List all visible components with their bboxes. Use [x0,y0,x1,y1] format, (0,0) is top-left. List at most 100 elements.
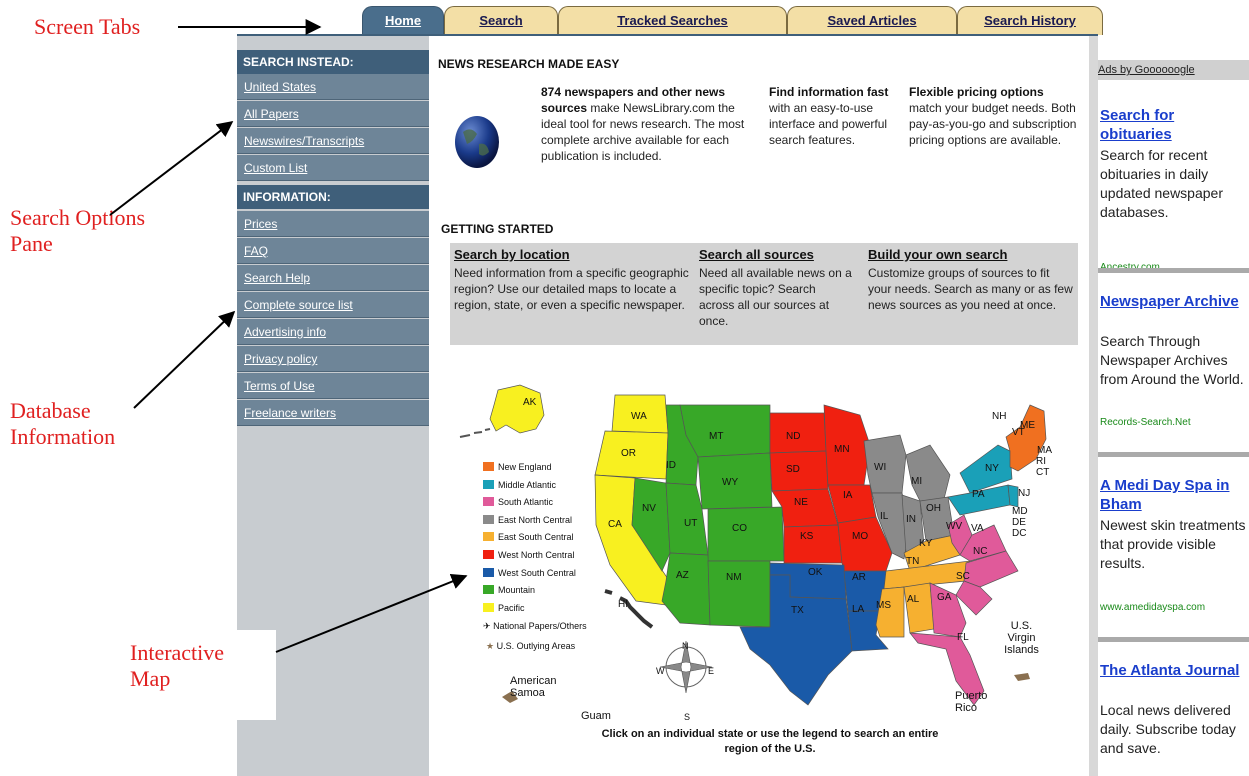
intro-col1-text: make NewsLibrary.com the ideal tool for … [541,101,745,163]
label-ut: UT [684,518,698,529]
label-nc: NC [973,546,988,557]
legend-label: Mountain [498,585,536,596]
legend-swatch [483,462,494,471]
legend-item[interactable]: Middle Atlantic [483,479,556,492]
ad-title-3[interactable]: A Medi Day Spa in Bham [1100,477,1230,513]
label-oh: OH [926,503,941,514]
legend-item[interactable]: East South Central [483,531,574,544]
state-il[interactable] [871,492,911,560]
label-id: ID [666,460,676,471]
sidebar-item-advertising[interactable]: Advertising info [237,319,429,345]
sidebar-item-terms[interactable]: Terms of Use [237,373,429,399]
gs-location-text: Need information from a specific geograp… [454,266,689,312]
legend-swatch [483,550,494,559]
plane-icon: ✈ [483,621,491,631]
state-nc[interactable] [963,550,1019,588]
state-ga[interactable] [929,582,967,638]
label-wy: WY [722,477,739,488]
legend-swatch [483,585,494,595]
state-az[interactable] [661,552,711,626]
label-sd: SD [786,464,800,475]
sidebar-item-faq[interactable]: FAQ [237,238,429,264]
state-ut[interactable] [665,482,709,556]
legend-item[interactable]: West North Central [483,549,574,562]
sidebar-info-heading: INFORMATION: [237,185,429,209]
legend-label: New England [498,462,552,472]
annotation-database-info: Database Information [10,398,116,449]
ad-url-1[interactable]: Ancestry.com [1100,262,1160,273]
sidebar-item-united-states[interactable]: United States [237,74,429,100]
intro-column-1: 874 newspapers and other news sources ma… [541,84,751,164]
sidebar-item-freelance[interactable]: Freelance writers [237,400,429,426]
state-ak[interactable] [489,384,545,434]
sidebar-item-newswires[interactable]: Newswires/Transcripts [237,128,429,154]
sidebar-item-source-list[interactable]: Complete source list [237,292,429,318]
legend-item[interactable]: New England [483,461,552,474]
label-ny: NY [985,463,999,474]
legend-item[interactable]: East North Central [483,514,572,527]
label-guam: Guam [581,710,611,722]
state-hi[interactable] [604,589,654,629]
ads-heading[interactable]: Ads by Goooooogle [1098,60,1249,80]
state-sc[interactable] [955,580,993,616]
column-divider [1089,36,1098,776]
label-ia: IA [843,490,853,501]
legend-national-papers[interactable]: ✈ National Papers/Others [483,620,587,633]
sidebar-item-custom-list[interactable]: Custom List [237,155,429,181]
sidebar-item-all-papers[interactable]: All Papers [237,101,429,127]
state-new-england[interactable] [1005,404,1047,472]
us-map[interactable] [440,375,1080,720]
gs-build-link[interactable]: Build your own search [868,247,1008,262]
label-wa: WA [631,411,647,422]
state-fl[interactable] [909,632,985,706]
label-ky: KY [919,538,933,549]
state-ms[interactable] [875,586,905,638]
ad-body-4: Local news delivered daily. Subscribe to… [1100,702,1236,756]
gs-location-link[interactable]: Search by location [454,247,570,262]
tab-saved-articles[interactable]: Saved Articles [787,6,957,35]
intro-column-2: Find information fast with an easy-to-us… [769,84,894,148]
sidebar-item-privacy[interactable]: Privacy policy [237,346,429,372]
intro-col3-bold: Flexible pricing options [909,85,1044,99]
legend-item[interactable]: Pacific [483,602,525,615]
state-nj[interactable] [1007,484,1019,508]
tab-tracked-searches[interactable]: Tracked Searches [558,6,787,35]
legend-item[interactable]: South Atlantic [483,496,553,509]
state-va[interactable] [959,524,1007,562]
ad-body-3: Newest skin treatments that provide visi… [1100,517,1246,571]
legend-national-label: National Papers/Others [493,621,587,631]
legend-outlying-areas[interactable]: ★ U.S. Outlying Areas [486,640,575,653]
label-mn: MN [834,444,850,455]
intro-col2-text: with an easy-to-use interface and powerf… [769,101,888,147]
label-puerto-rico: Puerto Rico [955,690,988,714]
tab-home[interactable]: Home [362,6,444,35]
annotation-search-options: Search Options Pane [10,205,146,256]
ad-title-1[interactable]: Search for obituaries [1100,107,1175,143]
sidebar-item-prices[interactable]: Prices [237,211,429,237]
compass-e: E [708,666,715,676]
legend-swatch [483,497,494,507]
ad-url-2[interactable]: Records-Search.Net [1100,417,1191,428]
ad-title-4[interactable]: The Atlanta Journal [1100,662,1240,679]
legend-item[interactable]: West South Central [483,567,576,580]
ad-divider [1098,637,1249,642]
samoa-shape[interactable] [502,691,518,703]
ad-title-2[interactable]: Newspaper Archive [1100,293,1239,310]
label-il: IL [880,511,889,522]
sidebar-item-search-help[interactable]: Search Help [237,265,429,291]
ad-url-3[interactable]: www.amedidayspa.com [1100,602,1206,613]
gs-all-sources-link[interactable]: Search all sources [699,247,814,262]
legend-item[interactable]: Mountain [483,584,535,597]
tab-search-history[interactable]: Search History [957,6,1103,35]
virgin-shape[interactable] [1014,673,1030,681]
globe-icon [455,116,499,168]
ad-body-2: Search Through Newspaper Archives from A… [1100,333,1244,387]
legend-label: East North Central [498,514,573,525]
ad-divider [1098,452,1249,457]
tab-search[interactable]: Search [444,6,558,35]
legend-label: West North Central [498,550,575,560]
state-nv[interactable] [631,477,671,572]
label-wi: WI [874,462,887,473]
label-pa: PA [972,489,985,500]
